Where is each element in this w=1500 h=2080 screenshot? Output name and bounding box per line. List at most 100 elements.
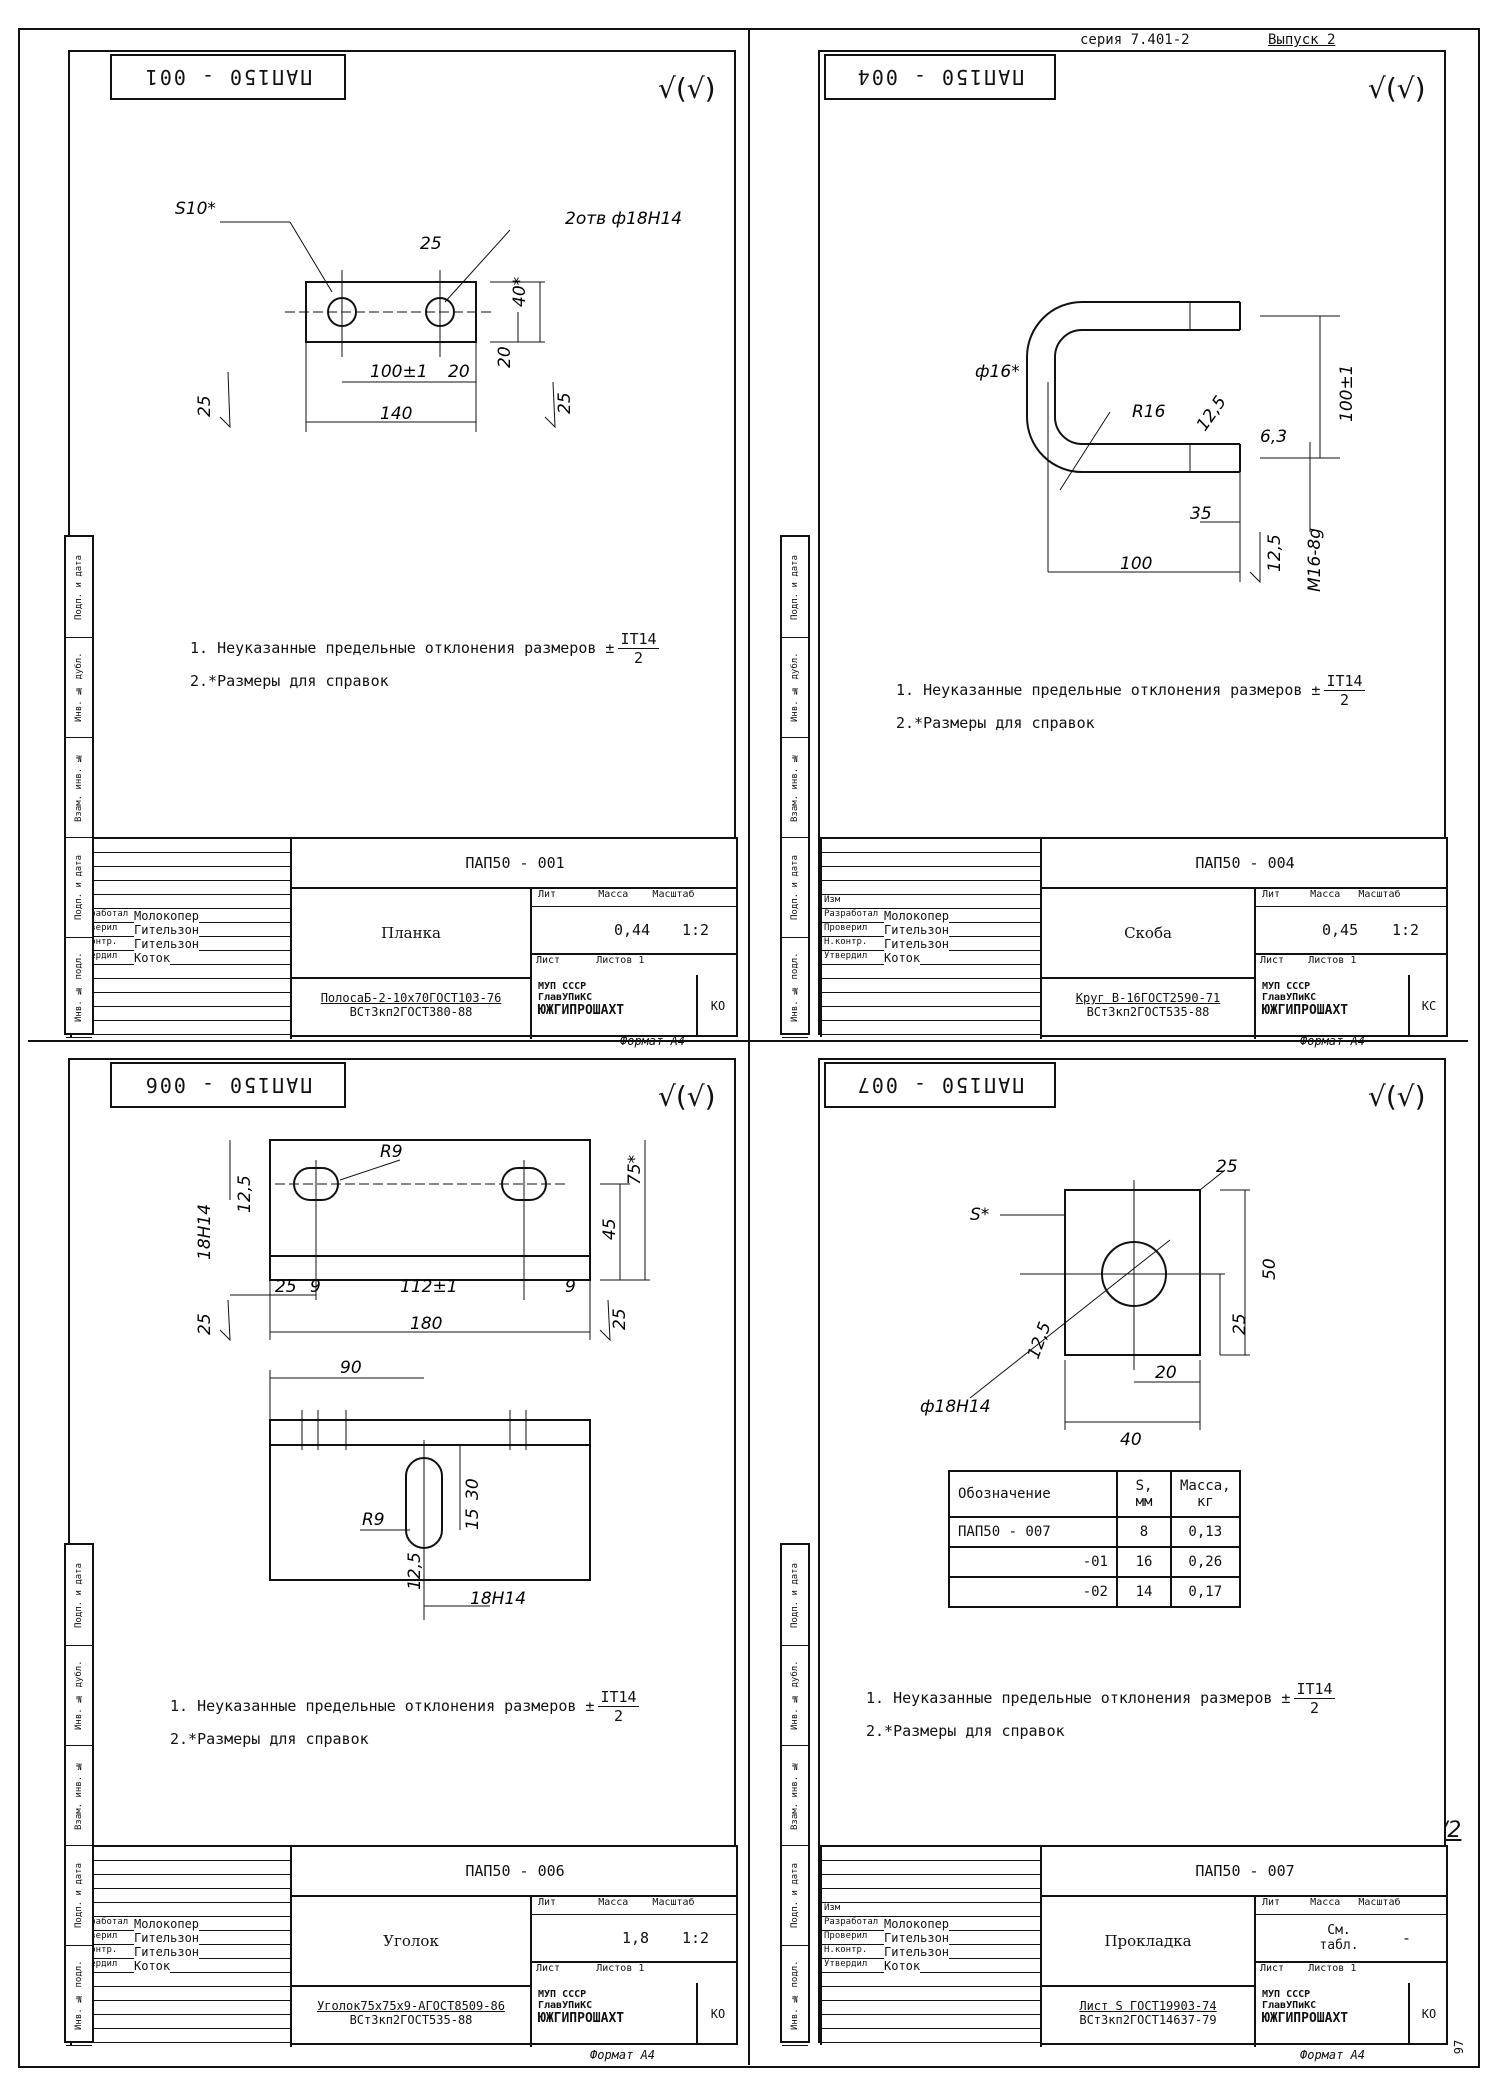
part-drawing-angle: R9 12,5 18Н14 45 75* 25 9 112±1 9 180 90… [195, 1139, 650, 1620]
dim-width: 40* [510, 277, 530, 307]
title-block: Изм Разработал Проверил Н.контр. Утверди… [70, 837, 738, 1039]
developer-name: Молокопер [884, 909, 950, 923]
title-block: Изм Разработал Проверил Н.контр. Утверди… [820, 1845, 1448, 2047]
dim-w2: 40 [1120, 1430, 1142, 1450]
doc-code: ПАП50 - 004 [1042, 839, 1448, 889]
developer-name: Молокопер [884, 1917, 950, 1931]
part-name: Уголок [292, 1897, 532, 1987]
angle-side-view [269, 1419, 591, 1581]
dim-h2: 75* [625, 1155, 645, 1185]
dim-r9: R9 [380, 1142, 403, 1162]
part-mass: 1,8 [622, 1929, 650, 1947]
checker-name: Гительзон [884, 1931, 950, 1945]
dim-half: 90 [340, 1358, 362, 1378]
side-stamp-strip: Подп. и дата Инв. № дубл. Взам. инв. № П… [64, 1543, 94, 2046]
material: Уголок75х75х9-АГОСТ8509-86 ВСт3кп2ГОСТ53… [292, 1987, 532, 2047]
drawing-sheet-3: ПАП150 - 006 √(√) [68, 1058, 738, 2047]
roughness-mark: √(√) [1368, 72, 1426, 105]
dim-r9b: R9 [362, 1510, 385, 1530]
dim-slot: 18Н14 [195, 1204, 215, 1260]
dim-ra1: 25 [195, 395, 215, 417]
checker-name: Гительзон [134, 923, 200, 937]
drawing-sheet-2: ПАП150 - 004 √(√) ф16* R16 12,5 6,3 100±… [818, 50, 1448, 1039]
note-tolerance: 1. Неуказанные предельные отклонения раз… [190, 630, 659, 667]
approver-name: Коток [134, 1959, 171, 1973]
dim-ra1: 25 [195, 1313, 215, 1335]
dim-hole: ф18Н14 [920, 1397, 991, 1417]
approver-name: Коток [884, 951, 921, 965]
part-scale: - [1402, 1929, 1412, 1947]
dim-w: 100 [1120, 554, 1152, 574]
dim-s: S* [970, 1205, 989, 1225]
roughness-mark: √(√) [1368, 1080, 1426, 1113]
series-label: серия 7.401-2 [1080, 32, 1190, 48]
dim-total: 180 [410, 1314, 442, 1334]
mass-table-header: Масса, кг [1170, 1470, 1241, 1518]
drawing-sheet-4: ПАП150 - 007 √(√) S* 25 50 25 12,5 ф18Н1… [818, 1058, 1448, 2047]
dim-c: 12,5 [235, 1175, 255, 1213]
side-stamp-strip: Подп. и дата Инв. № дубл. Взам. инв. № П… [780, 535, 810, 1038]
part-scale: 1:2 [682, 921, 710, 939]
material: Круг В-16ГОСТ2590-71 ВСт3кп2ГОСТ535-88 [1042, 979, 1256, 1039]
part-scale: 1:2 [682, 1929, 710, 1947]
side-stamp-strip: Подп. и дата Инв. № дубл. Взам. инв. № П… [780, 1543, 810, 2046]
checker-name: Гительзон [134, 1931, 200, 1945]
title-block: Изм Разработал Проверил Н.контр. Утверди… [820, 837, 1448, 1039]
dim-c2: 9 [565, 1277, 576, 1297]
title-block: Изм Разработал Проверил Н.контр. Утверди… [70, 1845, 738, 2047]
format-label: Формат А4 [1300, 1034, 1366, 1048]
issue-label: Выпуск 2 [1268, 32, 1336, 48]
part-drawing-pad: S* 25 50 25 12,5 ф18Н14 20 40 [920, 1157, 1280, 1450]
part-name: Скоба [1042, 889, 1256, 979]
dim-len: 100±1 [370, 362, 428, 382]
format-label: Формат А4 [590, 2048, 656, 2062]
part-name: Планка [292, 889, 532, 979]
format-label: Формат А4 [620, 1034, 686, 1048]
dim-total: 140 [380, 404, 412, 424]
dim-holes: 2отв ф18Н14 [565, 209, 682, 229]
developer-name: Молокопер [134, 1917, 200, 1931]
roughness-mark: √(√) [658, 72, 716, 105]
note-reference: 2.*Размеры для справок [190, 672, 389, 690]
bracket-inner [1054, 329, 1240, 445]
dim-a: 25 [275, 1277, 297, 1297]
approver-name: Коток [134, 951, 171, 965]
signature-grid: Изм Разработал Проверил Н.контр. Утверди… [822, 839, 1042, 1039]
pad-outline [1064, 1189, 1201, 1356]
dim-r: 25 [420, 234, 442, 254]
note-reference: 2.*Размеры для справок [866, 1722, 1065, 1740]
note-reference: 2.*Размеры для справок [170, 1730, 369, 1748]
dim-ra2: 25 [555, 392, 575, 414]
dim-len: 100±1 [1337, 364, 1357, 422]
note-tolerance: 1. Неуказанные предельные отклонения раз… [866, 1680, 1335, 1717]
signature-grid: Изм Разработал Проверил Н.контр. Утверди… [72, 1847, 292, 2047]
approver-name: Коток [884, 1959, 921, 1973]
dim-c: 12,5 [1193, 392, 1231, 434]
format-label: Формат А4 [1300, 2048, 1366, 2062]
dim-b: 9 [310, 1277, 321, 1297]
note-tolerance: 1. Неуказанные предельные отклонения раз… [170, 1688, 639, 1725]
vertical-divider [748, 30, 750, 2065]
note-tolerance: 1. Неуказанные предельные отклонения раз… [896, 672, 1365, 709]
dim-h1: 45 [600, 1218, 620, 1240]
part-mass: 0,44 [614, 921, 651, 939]
dim-c3: 12,5 [405, 1552, 425, 1590]
checker-name: Гительзон [884, 923, 950, 937]
dim-r: R16 [1132, 402, 1166, 422]
signature-grid: Изм Разработал Проверил Н.контр. Утверди… [822, 1847, 1042, 2047]
nk-name: Гительзон [134, 937, 200, 951]
drawing-sheet-1: ПАП150 - 001 √(√) S10* 2отв ф18Н14 25 [68, 50, 738, 1039]
dim-w1: 20 [1155, 1363, 1177, 1383]
dim-slot2: 18Н14 [470, 1589, 526, 1609]
signature-grid: Изм Разработал Проверил Н.контр. Утверди… [72, 839, 292, 1039]
dim-edge: 20 [448, 362, 470, 382]
roughness-mark: √(√) [658, 1080, 716, 1113]
part-mass: См. табл. [1319, 1923, 1359, 1953]
